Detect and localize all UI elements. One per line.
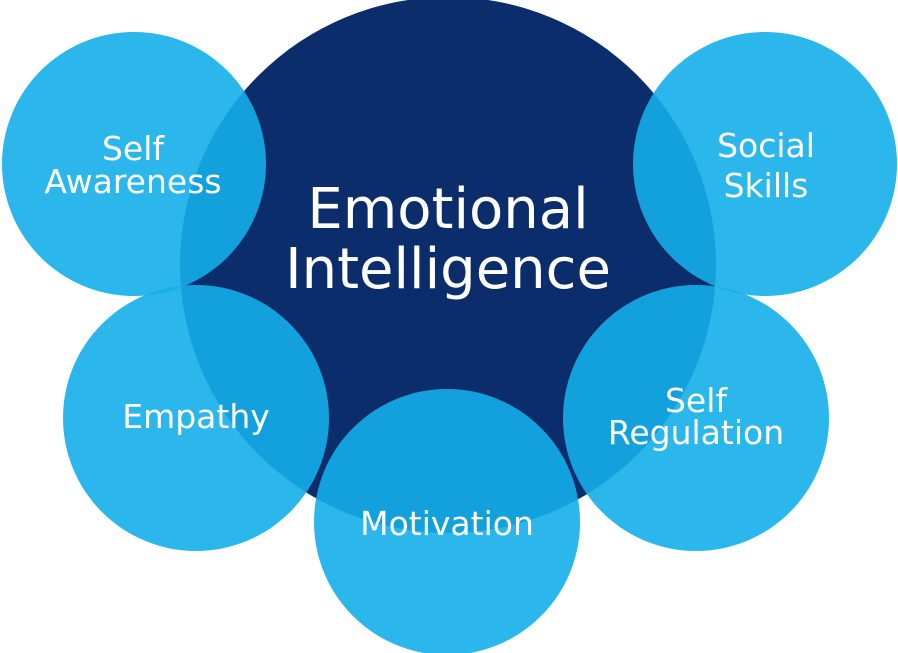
social-skills-circle (633, 32, 897, 296)
motivation-circle (314, 389, 580, 653)
self-regulation-circle (563, 285, 829, 551)
self-awareness-circle (2, 32, 266, 296)
motivation-label: Motivation (360, 504, 534, 543)
social-skills-label-line2: Skills (724, 166, 809, 205)
self-awareness-label-line2: Awareness (44, 162, 221, 201)
empathy-circle (63, 285, 329, 551)
self-awareness-label-line1: Self (102, 129, 165, 168)
self-regulation-label-line1: Self (665, 381, 728, 420)
self-regulation-label-line2: Regulation (608, 413, 784, 452)
center-title-line2: Intelligence (285, 237, 611, 302)
empathy-label: Empathy (122, 397, 270, 436)
satellite-circles (2, 32, 897, 653)
social-skills-label-line1: Social (717, 126, 815, 165)
center-title-line1: Emotional (307, 177, 588, 242)
